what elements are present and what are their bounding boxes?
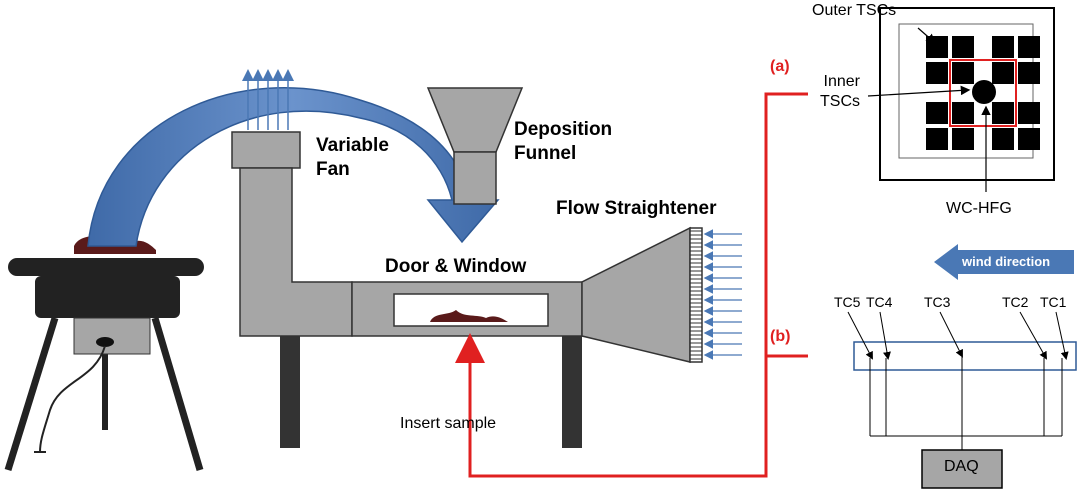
wind-direction-arrow <box>934 244 1074 280</box>
deposition-funnel-label: Deposition Funnel <box>514 119 613 164</box>
thermocouple-panel <box>847 311 1077 489</box>
inner-tscs-label: Inner TSCs <box>820 73 860 110</box>
outer-tscs-label: Outer TSCs <box>812 2 897 19</box>
outer-tsc <box>926 36 948 58</box>
panel-connector-lines <box>455 92 808 478</box>
inner-tsc <box>952 62 974 84</box>
outer-tsc <box>1018 102 1040 124</box>
outer-tsc <box>926 128 948 150</box>
panel-a-label: (a) <box>770 58 790 75</box>
ember-sample-tunnel <box>430 310 508 322</box>
tc4-label: TC4 <box>866 294 893 310</box>
outer-tsc <box>952 128 974 150</box>
deposition-funnel <box>426 87 524 205</box>
inner-tsc <box>992 62 1014 84</box>
inner-tsc <box>952 102 974 124</box>
wind-direction-label: wind direction <box>962 254 1051 269</box>
sensor-layout-panel <box>867 7 1055 192</box>
variable-fan-label: Variable Fan <box>316 135 389 180</box>
transfer-arrow <box>87 87 500 247</box>
outer-tsc <box>992 36 1014 58</box>
wind-tunnel <box>231 131 703 448</box>
outer-tsc <box>926 62 948 84</box>
tc2-label: TC2 <box>1002 294 1029 310</box>
outer-tsc <box>1018 128 1040 150</box>
inlet-flow-arrows <box>703 229 742 360</box>
hot-plate-heater <box>4 258 204 472</box>
outer-tsc <box>952 36 974 58</box>
insert-sample-label: Insert sample <box>400 415 497 432</box>
outer-tsc <box>992 128 1014 150</box>
daq-label: DAQ <box>944 458 979 475</box>
door-window-label: Door & Window <box>385 256 527 277</box>
inner-tsc <box>992 102 1014 124</box>
exhaust-flow-arrows <box>242 69 294 130</box>
outer-tsc <box>1018 62 1040 84</box>
panel-b-label: (b) <box>770 328 791 345</box>
outer-tsc <box>1018 36 1040 58</box>
tc1-label: TC1 <box>1040 294 1067 310</box>
wc-hfg-label: WC-HFG <box>946 200 1012 217</box>
flow-straightener-label: Flow Straightener <box>556 198 717 219</box>
outer-tsc <box>926 102 948 124</box>
tc5-label: TC5 <box>834 294 861 310</box>
tc3-label: TC3 <box>924 294 951 310</box>
